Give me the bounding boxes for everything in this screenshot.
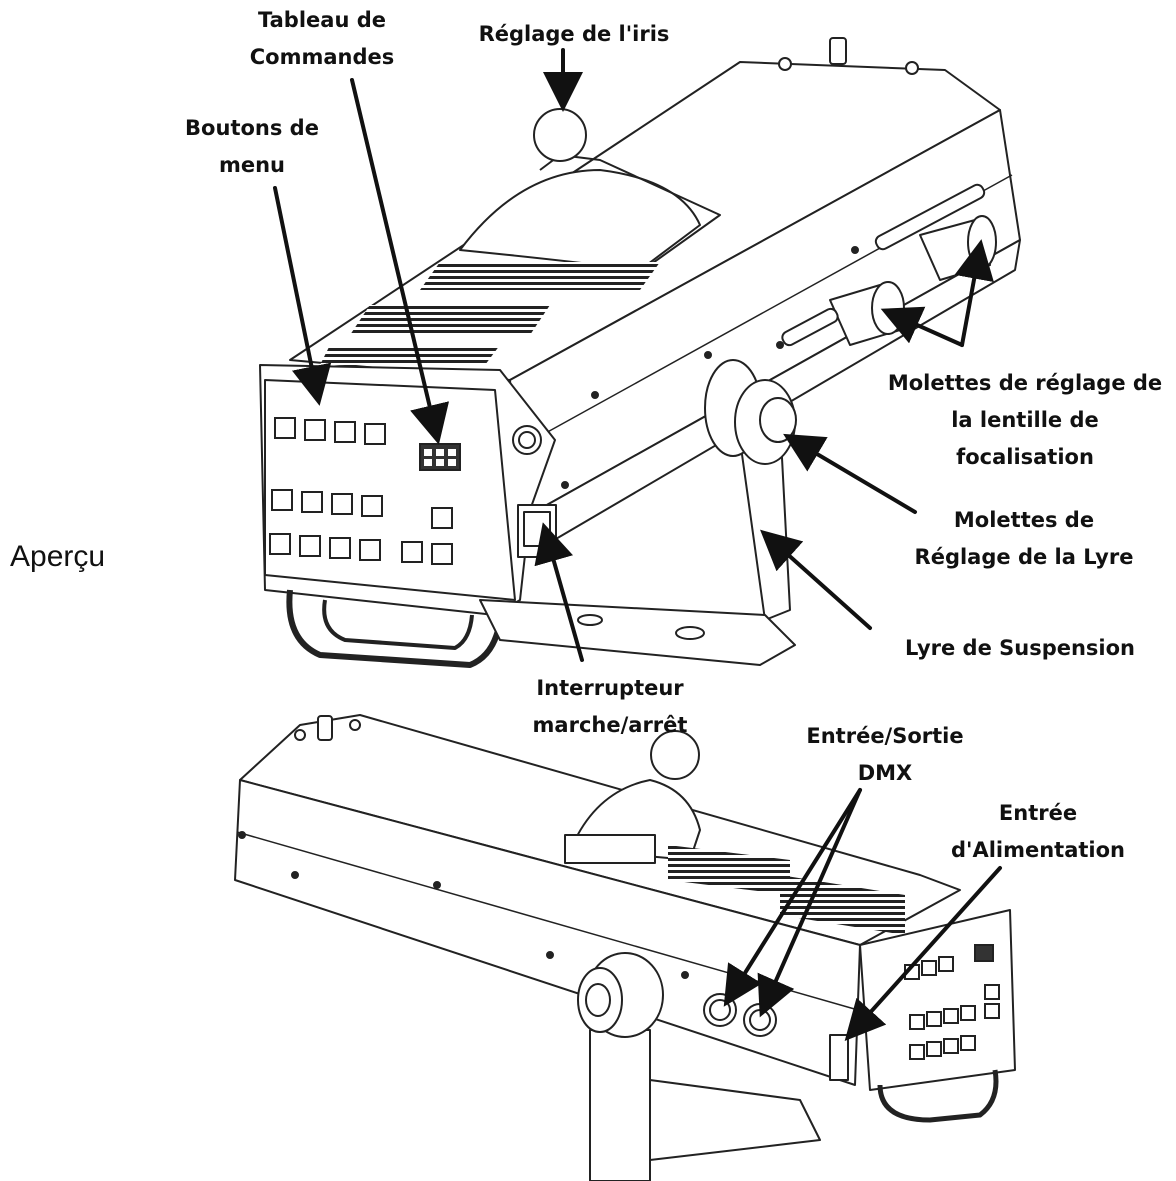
top-fixture [260, 38, 1020, 665]
label-yoke: Lyre de Suspension [905, 630, 1135, 667]
label-iris-adjust: Réglage de l'iris [479, 16, 670, 53]
overview-title: Aperçu [10, 540, 105, 574]
